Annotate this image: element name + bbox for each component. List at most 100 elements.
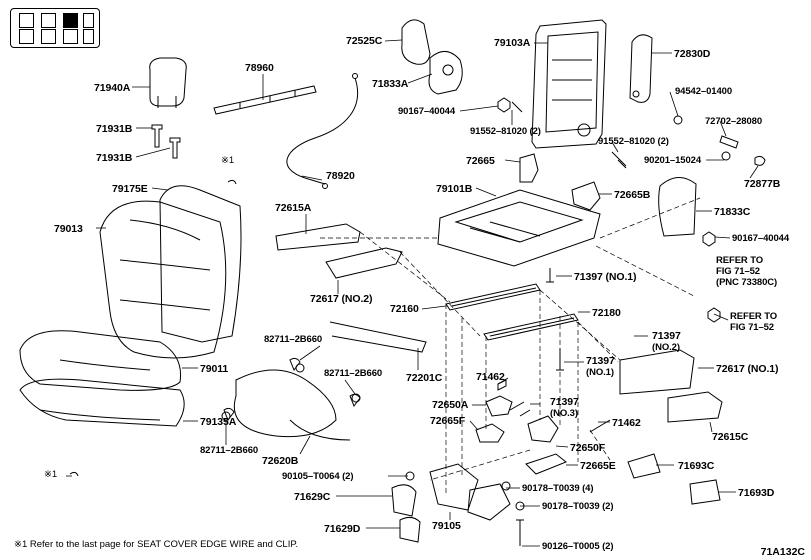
part-label: 82711–2B660 bbox=[264, 334, 323, 345]
part-label: 72180 bbox=[592, 307, 621, 319]
part-label: 91552–81020 (2) bbox=[470, 126, 541, 137]
part-label: 71931B bbox=[96, 152, 133, 164]
part-label: 90167–40044 bbox=[398, 106, 456, 117]
part-label: 72617 (NO.2) bbox=[310, 293, 373, 305]
seat-back-frame-part bbox=[531, 19, 607, 149]
figure-code: 71A132C bbox=[760, 546, 805, 558]
side-cover-part bbox=[629, 34, 653, 103]
wire-clip-icon bbox=[69, 471, 79, 477]
seat-cell-icon bbox=[19, 13, 34, 28]
part-label: 72615A bbox=[275, 202, 312, 214]
seat-back-cover-part bbox=[99, 185, 242, 359]
part-label: 78960 bbox=[245, 62, 274, 74]
part-label: 71940A bbox=[94, 82, 131, 94]
seat-cell-selected-icon bbox=[63, 13, 78, 28]
reference-note: FIG 71–52 bbox=[716, 266, 760, 277]
wire-part bbox=[329, 321, 427, 353]
part-label: 82711–2B660 bbox=[324, 368, 383, 379]
part-label: 90178–T0039 (4) bbox=[522, 483, 594, 494]
seat-cell-icon bbox=[83, 13, 94, 28]
part-label: 71931B bbox=[96, 123, 133, 135]
side-shield-part bbox=[619, 349, 723, 423]
leader-lines bbox=[66, 39, 759, 547]
part-label: 72615C bbox=[712, 431, 749, 443]
part-label: (NO.1) bbox=[586, 367, 614, 378]
recliner-lever-part bbox=[401, 19, 463, 95]
part-label: 79103A bbox=[494, 37, 531, 49]
footnote-ref-mark: ※1 bbox=[221, 155, 235, 166]
reference-note: REFER TO bbox=[730, 311, 778, 322]
seat-cell-icon bbox=[41, 13, 56, 28]
part-label: 79135A bbox=[200, 416, 237, 428]
part-label: 72877B bbox=[744, 178, 781, 190]
part-label: 79175E bbox=[112, 183, 148, 195]
part-label: 82711–2B660 bbox=[200, 445, 259, 456]
reference-note: REFER TO bbox=[716, 255, 764, 266]
part-label: 90201–15024 bbox=[644, 155, 702, 166]
wire-clip-icon bbox=[227, 179, 237, 185]
part-label: 71397 bbox=[550, 396, 579, 408]
part-label: 72160 bbox=[390, 303, 419, 315]
side-shield-part bbox=[275, 223, 403, 279]
headrest-guide-part bbox=[151, 124, 181, 159]
part-label: 72665 bbox=[466, 155, 495, 167]
part-label: 71833C bbox=[714, 206, 751, 218]
part-label: 72830D bbox=[674, 48, 711, 60]
part-label: 71462 bbox=[612, 417, 641, 429]
assembly-guides bbox=[320, 197, 701, 494]
part-label: 72702–28080 bbox=[705, 116, 763, 127]
seat-cell-icon bbox=[63, 29, 78, 44]
part-label: 91552–81020 (2) bbox=[598, 136, 669, 147]
part-label: 71629D bbox=[324, 523, 361, 535]
part-label: 79013 bbox=[54, 223, 83, 235]
footnote: ※1 Refer to the last page for SEAT COVER… bbox=[14, 539, 299, 550]
part-label: 90178–T0039 (2) bbox=[542, 501, 614, 512]
side-cover-part bbox=[658, 177, 697, 237]
part-label: 72525C bbox=[346, 35, 383, 47]
part-label: (NO.2) bbox=[652, 342, 680, 353]
part-label: (NO.3) bbox=[550, 408, 578, 419]
part-label: 79105 bbox=[432, 520, 461, 532]
reference-note: (PNC 73380C) bbox=[716, 277, 778, 288]
seat-cell-icon bbox=[41, 29, 56, 44]
clip-part bbox=[223, 357, 361, 422]
part-label: 71833A bbox=[372, 78, 409, 90]
part-label: 72617 (NO.1) bbox=[716, 363, 779, 375]
strap-part bbox=[213, 85, 317, 115]
seat-cushion-frame-part bbox=[437, 189, 601, 267]
part-label: 71397 (NO.1) bbox=[574, 271, 637, 283]
part-label: 71629C bbox=[294, 491, 331, 503]
part-label: 72620B bbox=[262, 455, 299, 467]
fastener-parts bbox=[497, 97, 766, 323]
part-label: 90105–T0064 (2) bbox=[282, 471, 354, 482]
part-label: 78920 bbox=[326, 170, 355, 182]
part-label: 71693D bbox=[738, 487, 775, 499]
part-label: 72650F bbox=[570, 442, 606, 454]
part-label: 72665B bbox=[614, 189, 651, 201]
part-label: 71693C bbox=[678, 460, 715, 472]
part-label: 71397 bbox=[652, 330, 681, 342]
seat-cushion-part bbox=[19, 330, 185, 427]
part-label: 90167–40044 bbox=[732, 233, 790, 244]
seat-rail-part bbox=[445, 283, 579, 341]
part-label: 71397 bbox=[586, 355, 615, 367]
part-label: 79101B bbox=[436, 183, 473, 195]
part-label: 72665F bbox=[430, 415, 466, 427]
footnote-ref-mark: ※1 bbox=[44, 469, 58, 480]
bracket-part bbox=[519, 153, 601, 211]
seat-cell-icon bbox=[83, 29, 94, 44]
seat-cell-icon bbox=[19, 29, 34, 44]
reference-note: FIG 71–52 bbox=[730, 322, 774, 333]
cover-part bbox=[391, 453, 721, 543]
part-label: 79011 bbox=[200, 363, 229, 375]
part-label: 72665E bbox=[580, 460, 616, 472]
headrest-part bbox=[149, 57, 187, 108]
part-label: 72201C bbox=[406, 372, 443, 384]
part-label: 71462 bbox=[476, 371, 505, 383]
seat-position-indicator bbox=[10, 8, 100, 48]
release-cable-part bbox=[286, 73, 359, 189]
part-label: 90126–T0005 (2) bbox=[542, 541, 614, 552]
part-label: 94542–01400 bbox=[675, 86, 733, 97]
part-label: 72650A bbox=[432, 399, 469, 411]
